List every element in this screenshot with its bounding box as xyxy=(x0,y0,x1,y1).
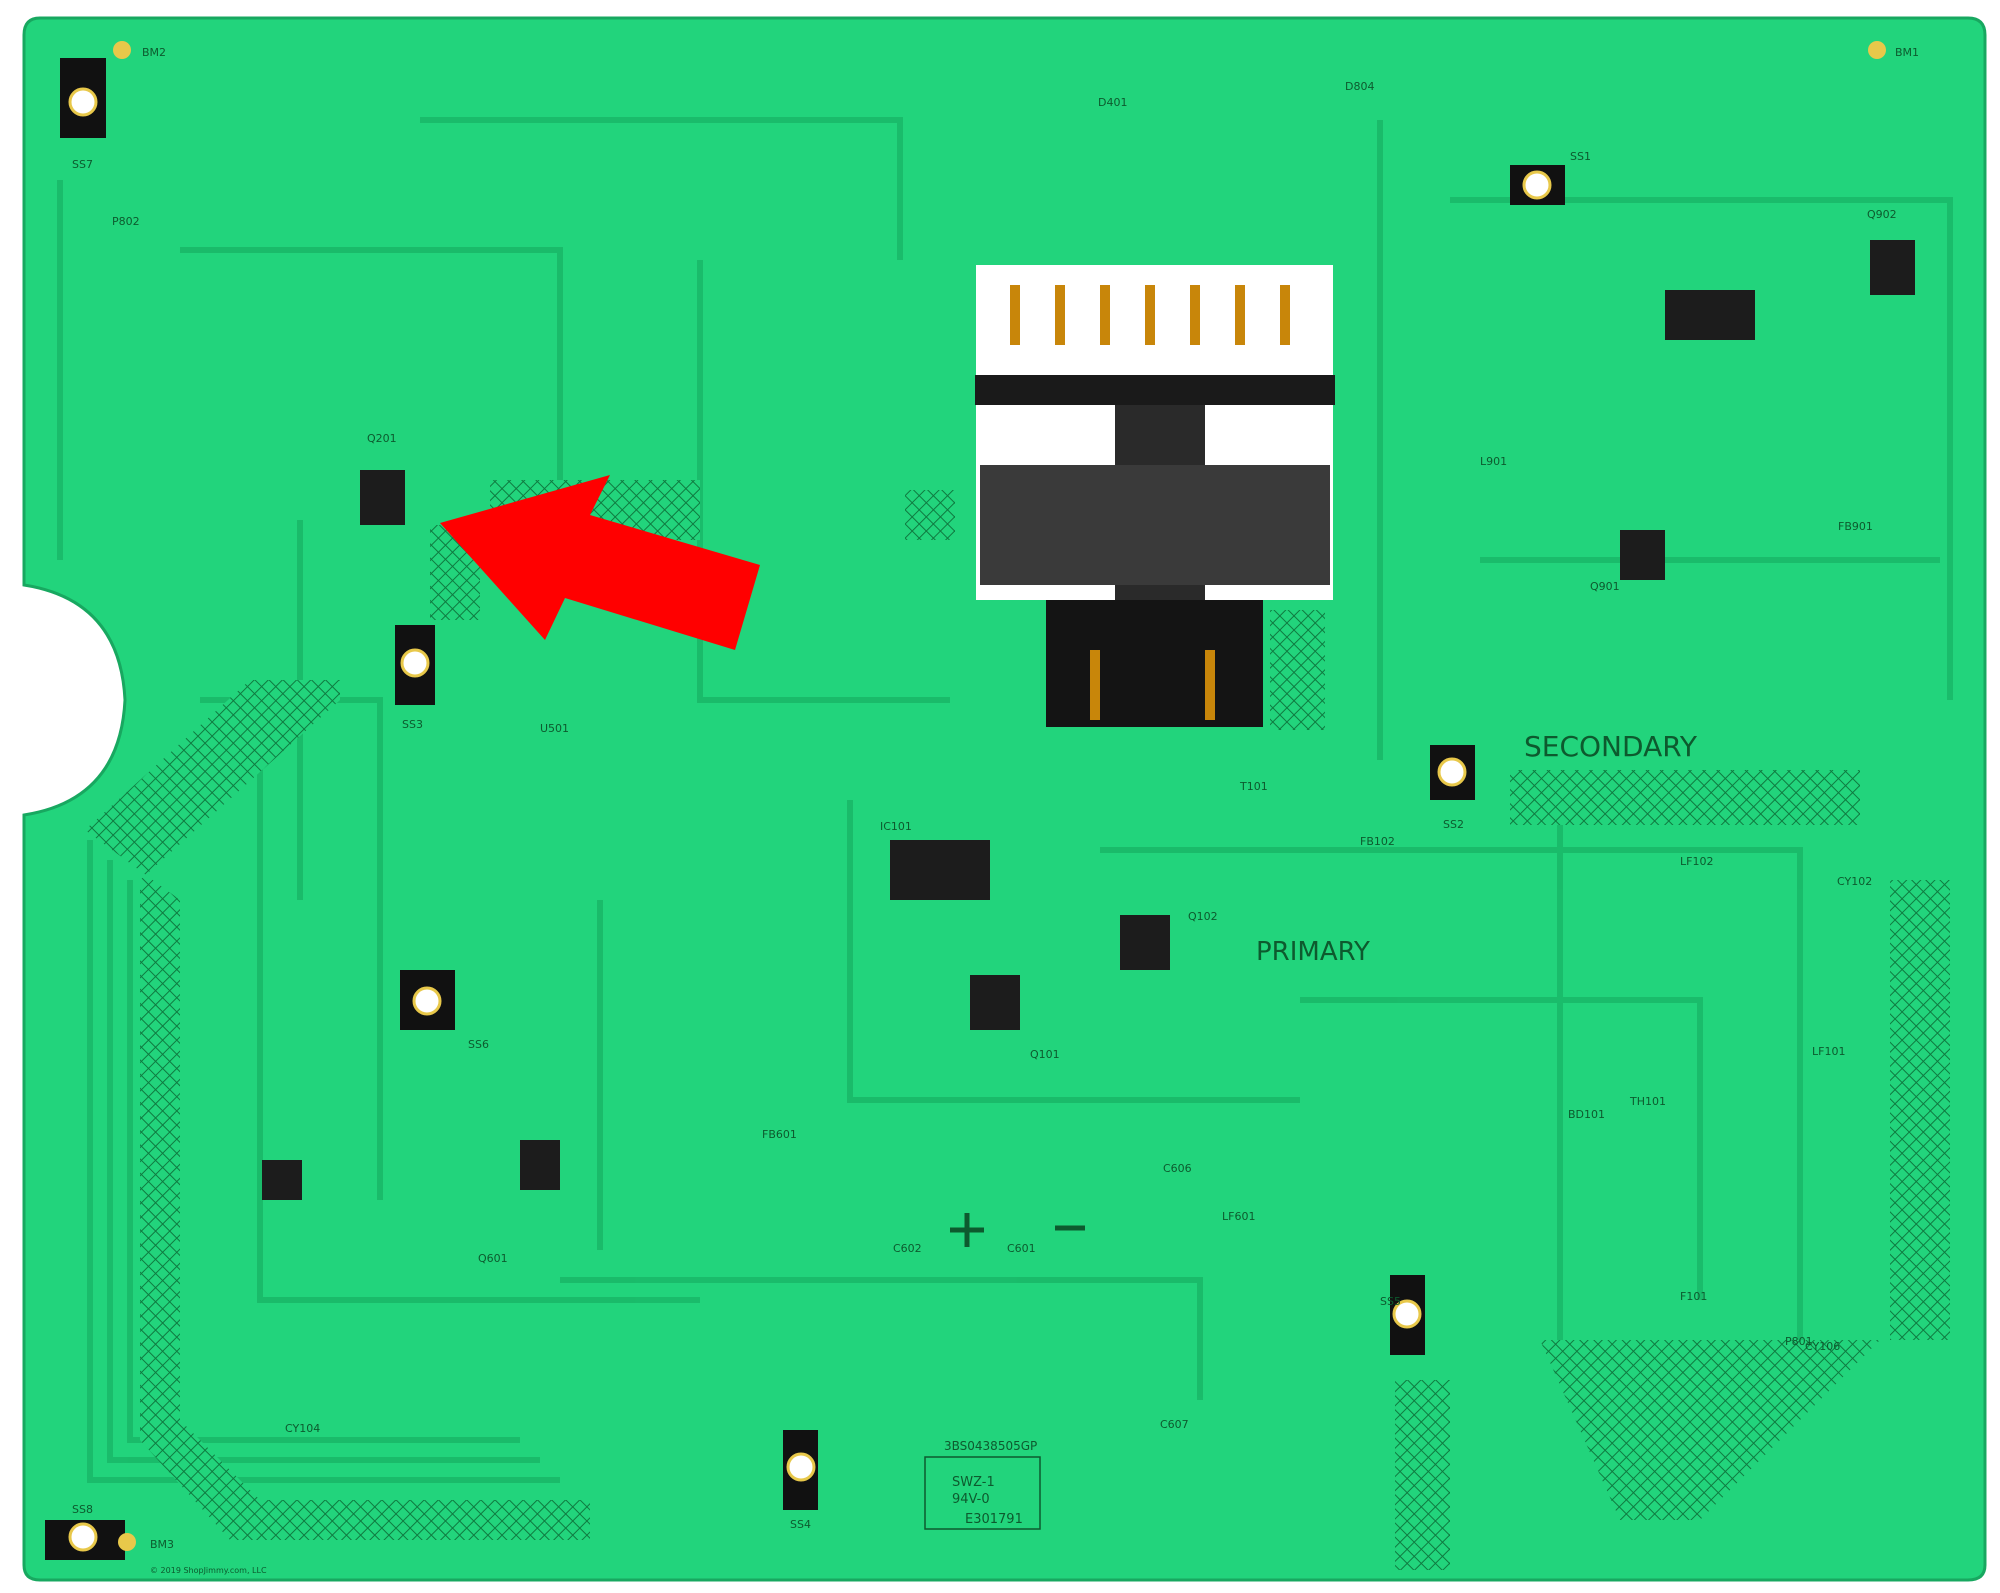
label-q901: Q901 xyxy=(1590,580,1620,593)
bm1-label: BM1 xyxy=(1895,46,1919,59)
ic-chips xyxy=(262,240,1915,1200)
secondary-label: SECONDARY xyxy=(1524,730,1698,763)
cert-line-1: SWZ-1 xyxy=(952,1475,995,1490)
label-d401: D401 xyxy=(1098,96,1127,109)
polarity-marks xyxy=(950,1213,1085,1247)
label-cy104: CY104 xyxy=(285,1422,320,1435)
label-p802: P802 xyxy=(112,215,140,228)
label-ic101: IC101 xyxy=(880,820,912,833)
ss7-label: SS7 xyxy=(72,158,93,171)
label-lf101: LF101 xyxy=(1812,1045,1845,1058)
label-q102: Q102 xyxy=(1188,910,1218,923)
ss2-label: SS2 xyxy=(1443,818,1464,831)
label-fb102: FB102 xyxy=(1360,835,1395,848)
bm2-label: BM2 xyxy=(142,46,166,59)
cert-line-3: E301791 xyxy=(965,1512,1023,1527)
ss4-label: SS4 xyxy=(790,1518,811,1531)
label-c606: C606 xyxy=(1163,1162,1192,1175)
ss5-label: SS5 xyxy=(1380,1295,1401,1308)
hatched-zones xyxy=(85,480,1950,1570)
label-c601: C601 xyxy=(1007,1242,1036,1255)
primary-label: PRIMARY xyxy=(1256,937,1370,967)
ss8-label: SS8 xyxy=(72,1503,93,1516)
label-c602: C602 xyxy=(893,1242,922,1255)
cert-line-2: 94V-0 xyxy=(952,1492,990,1507)
red-arrow-annotation xyxy=(440,475,760,650)
bm3-label: BM3 xyxy=(150,1538,174,1551)
part-number: 3BS0438505GP xyxy=(944,1439,1037,1453)
label-fb601: FB601 xyxy=(762,1128,797,1141)
ss6-label: SS6 xyxy=(468,1038,489,1051)
label-c607: C607 xyxy=(1160,1418,1189,1431)
label-q601: Q601 xyxy=(478,1252,508,1265)
label-l901: L901 xyxy=(1480,455,1507,468)
mounting-dots xyxy=(113,41,1886,1551)
label-lf601: LF601 xyxy=(1222,1210,1255,1223)
label-t101: T101 xyxy=(1239,780,1268,793)
label-q101: Q101 xyxy=(1030,1048,1060,1061)
label-p801: P801 xyxy=(1785,1335,1813,1348)
ss1-label: SS1 xyxy=(1570,150,1591,163)
label-bd101: BD101 xyxy=(1568,1108,1605,1121)
transformer-t101 xyxy=(975,265,1335,727)
label-fb901: FB901 xyxy=(1838,520,1873,533)
label-lf102: LF102 xyxy=(1680,855,1713,868)
copyright-text: © 2019 ShopJimmy.com, LLC xyxy=(150,1566,267,1575)
label-d804: D804 xyxy=(1345,80,1374,93)
label-q201: Q201 xyxy=(367,432,397,445)
label-q902: Q902 xyxy=(1867,208,1897,221)
label-f101: F101 xyxy=(1680,1290,1707,1303)
label-cy106: CY106 xyxy=(1805,1340,1840,1353)
screw-holes xyxy=(45,41,1886,1560)
cert-box xyxy=(924,1456,1041,1530)
label-u501: U501 xyxy=(540,722,569,735)
ss3-label: SS3 xyxy=(402,718,423,731)
silkscreen-labels: SECONDARY PRIMARY 3BS0438505GP SWZ-1 94V… xyxy=(72,46,1919,1575)
label-cy102: CY102 xyxy=(1837,875,1872,888)
board-outline xyxy=(22,16,1987,1582)
label-th101: TH101 xyxy=(1629,1095,1666,1108)
